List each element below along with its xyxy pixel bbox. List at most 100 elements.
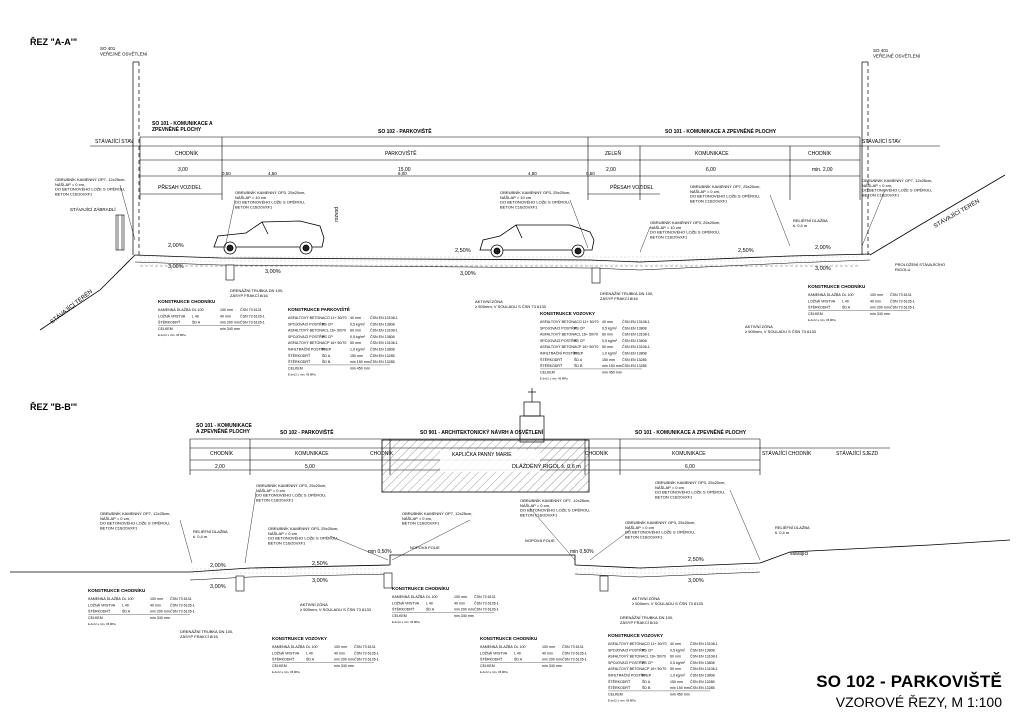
foil-note: NOPOVÁ FOLIE — [525, 538, 555, 543]
table-cell: ČSN EN 13808 — [690, 673, 715, 678]
table-cell: 0,5 kg/m² — [350, 335, 366, 339]
slopes-b: 2,00% 3,00% 2,50% 3,00% min 0,50% min 0,… — [210, 549, 704, 590]
table-cell: 100 mm — [150, 597, 163, 601]
table-cell: ČSN EN 13108-1 — [370, 328, 398, 333]
table-cell: min 200 mm — [870, 306, 890, 310]
table-cell: min 150 mm — [602, 364, 622, 368]
table-cell: SPOJOVACÍ POSTŘIK — [608, 660, 646, 665]
table-cell: ACL 16+ 50/70 — [574, 333, 598, 337]
curb-note: OBRUBNÍK KAMENNÝ OP3, 25x20cm,NÁŠLAP = 1… — [650, 220, 720, 239]
table-cell: CELKEM — [288, 366, 303, 370]
table-cell: ČSN EN 13108-1 — [622, 332, 650, 337]
curb-note: OBRUBNÍK KAMENNÝ OP3, 25x20cm,NÁŠLAP = 0… — [655, 480, 725, 499]
zone-label: KOMUNIKACE — [695, 151, 729, 157]
active-zone-note: AKTIVNÍ ZÓNA≥ 500mm, V SOULADU S ČSN 73 … — [475, 299, 547, 309]
section-b-title: ŘEZ "B-B'" — [30, 401, 77, 412]
table-cell: ČSN EN 13808 — [690, 647, 715, 652]
curb-callouts-b: OBRUBNÍK KAMENNÝ OP7, 12x25cm,NÁŠLAP = 0… — [100, 480, 725, 545]
zone-dims-b: 2,00 5,00 6,00 — [215, 464, 695, 470]
table-cell: 40 mm — [350, 316, 361, 320]
table-cell: ČSN EN 13108-1 — [622, 319, 650, 324]
table-cell: SPOJOVACÍ POSTŘIK — [540, 338, 578, 343]
table-cell: CELKEM — [608, 692, 623, 696]
table-cell: INFILTRAČNÍ POSTŘIK — [288, 347, 327, 352]
table-cell: ČSN EN 13808 — [622, 338, 647, 343]
table-cell: ČSN EN 13808 — [622, 351, 647, 356]
table-cell: KAMENNÁ DLAŽBA — [88, 596, 121, 601]
table-cell: ACL 16+ 50/70 — [322, 329, 346, 333]
table-cell: LOŽNÁ VRSTVA — [480, 650, 508, 655]
table-cell: ASFALTOVÝ BETON — [608, 667, 642, 671]
table-cell: ŠD A — [192, 320, 201, 325]
table-cell: KAMENNÁ DLAŽBA — [272, 644, 305, 649]
table-cell: min 200 mm — [542, 658, 562, 662]
table-cell: LOŽNÁ VRSTVA — [272, 650, 300, 655]
table-cell: 100 mm — [220, 308, 233, 312]
table-cell: ASFALTOVÝ BETON — [608, 642, 642, 646]
slope-label: 3,00% — [210, 584, 226, 590]
table-cell: 0,5 kg/m² — [670, 661, 686, 665]
table-cell: PS CP — [322, 335, 333, 339]
slope-label: 2,50% — [455, 248, 471, 254]
table-cell: 60 mm — [350, 329, 361, 333]
slope-label: 2,00% — [815, 245, 831, 251]
table-note: E def,2 ≥ min. 45 MPa — [808, 318, 836, 322]
table-title: KONSTRUKCE CHODNÍKU — [158, 297, 215, 304]
table-cell: 1,0 kg/m² — [350, 348, 366, 352]
foil-note: NOPOVÁ FOLIE — [410, 545, 440, 550]
table-cell: ČSN 73 6126-1 — [240, 313, 265, 318]
table-cell: min 340 mm — [150, 616, 170, 620]
table-cell: ACL 16+ 50/70 — [642, 655, 666, 659]
table-cell: L 40 — [306, 651, 313, 655]
table-cell: ŠD B — [322, 359, 331, 364]
drain-note: DRENÁŽNÍ TRUBKA DN 100,ZÁSYP FRAKCÍ 8/16 — [180, 629, 233, 639]
table-title: KONSTRUKCE VOZOVKY — [608, 633, 663, 638]
table-cell: ASFALTOVÝ BETON — [540, 345, 574, 349]
table-cell: ČSN EN 13108-1 — [690, 666, 718, 671]
table-cell: ASFALTOVÝ BETON — [540, 320, 574, 324]
table-cell: CELKEM — [158, 327, 173, 331]
table-cell: ŠTĚRKODRŤ — [480, 657, 503, 662]
slope-label: 3,00% — [460, 271, 476, 277]
table-cell: ŠTĚRKODRŤ — [540, 363, 563, 368]
rozvod-label: rozvod — [334, 207, 340, 222]
table-cell: 0,5 kg/m² — [602, 339, 618, 343]
table-cell: PI EP — [322, 348, 332, 352]
dim-label: 0,50 — [586, 171, 595, 176]
zone-dims-a: 3,00 15,00 2,00 6,00 min. 2,00 — [178, 167, 833, 173]
lamp-pole-right — [861, 61, 869, 255]
zone-labels-b: CHODNÍK KOMUNIKACE CHODNÍK KAPLIČKA PANN… — [210, 450, 879, 458]
table-note: E def,2 ≥ min. 45 MPa — [392, 620, 420, 624]
table-title: KONSTRUKCE VOZOVKY — [540, 311, 595, 316]
head-so102: SO 102 - PARKOVIŠTĚ — [280, 428, 334, 436]
table-cell: SPOJOVACÍ POSTŘIK — [288, 334, 326, 339]
section-a-title: ŘEZ "A-A'" — [30, 36, 77, 47]
table-cell: ACO 11+ 50/70 — [642, 642, 667, 646]
zone-label: CHODNÍK — [370, 450, 394, 457]
zone-label: CHODNÍK — [585, 450, 609, 457]
table-cell: ČSN 73 6126-1 — [890, 298, 915, 303]
table-cell: ČSN 73 6126-1 — [170, 602, 195, 607]
table-cell: KAMENNÁ DLAŽBA — [808, 292, 841, 297]
head-so901: SO 901 - ARCHITEKTONICKÝ NÁVRH A OSVĚTLE… — [420, 428, 544, 436]
curb-note: OBRUBNÍK KAMENNÝ OP7, 12x25cm,NÁŠLAP = 0… — [55, 177, 125, 196]
dim-label: 6,00 — [706, 167, 716, 173]
table-cell: ŠTĚRKODRŤ — [288, 353, 311, 358]
table-cell: min 340 mm — [542, 664, 562, 668]
table-note: E def,2 ≥ min. 45 MPa — [288, 373, 316, 377]
existing-right: STÁVAJÍCÍ STAV — [862, 138, 901, 145]
table-title: KONSTRUKCE CHODNÍKU — [392, 584, 449, 591]
table-cell: ACP 16+ 50/70 — [322, 341, 346, 345]
overhang-2: PŘESAH VOZIDEL — [610, 183, 654, 191]
table-cell: ČSN EN 13108-1 — [690, 641, 718, 646]
table-cell: 0,5 kg/m² — [670, 648, 686, 652]
table-cell: INFILTRAČNÍ POSTŘIK — [540, 351, 579, 356]
leader-lines-b — [179, 489, 761, 564]
